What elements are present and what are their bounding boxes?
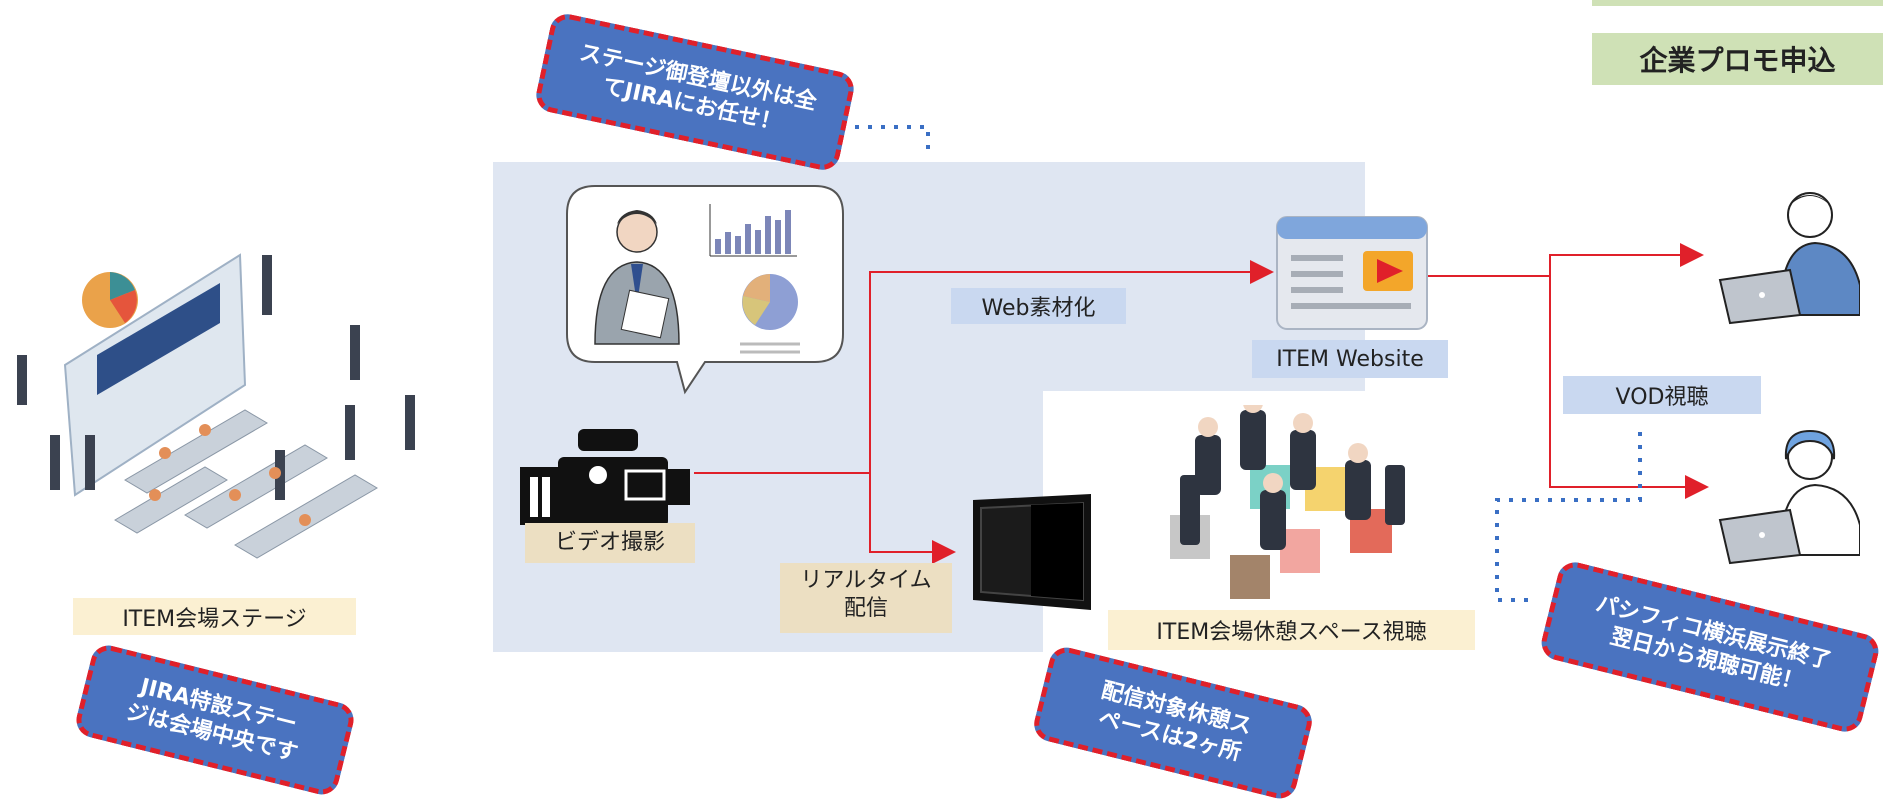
realtime-delivery-label: リアルタイム 配信	[780, 563, 952, 633]
arrow-to-website	[869, 260, 1274, 473]
venue-stage-label: ITEM会場ステージ	[73, 598, 356, 635]
viewer-woman-illustration	[1718, 429, 1860, 565]
rest-space-viewing-label: ITEM会場休憩スペース視聴	[1108, 610, 1475, 650]
video-camera-icon	[520, 429, 690, 527]
viewer-man-illustration	[1718, 192, 1860, 325]
dotted-link-top	[855, 125, 930, 152]
rest-space-audience-illustration	[1170, 405, 1405, 599]
realtime-label-line2: 配信	[843, 596, 888, 621]
promo-apply-button[interactable]: 企業プロモ申込	[1592, 33, 1883, 85]
tv-monitor-icon	[973, 494, 1091, 610]
arrow-to-user-bottom	[1549, 276, 1709, 499]
web-material-label: Web素材化	[951, 288, 1126, 324]
arrow-to-user-top	[1549, 243, 1704, 276]
video-shooting-label: ビデオ撮影	[525, 523, 695, 563]
realtime-label-line1: リアルタイム	[800, 568, 932, 593]
arrow-to-tv	[869, 473, 956, 564]
presenter-bubble-illustration	[566, 185, 844, 395]
dotted-link-vod	[1495, 432, 1642, 602]
vod-viewing-label: VOD視聴	[1563, 376, 1761, 414]
website-icon	[1276, 216, 1428, 330]
venue-stage-illustration	[17, 253, 415, 559]
promo-apply-button-top[interactable]	[1592, 0, 1883, 6]
item-website-label: ITEM Website	[1252, 340, 1448, 378]
